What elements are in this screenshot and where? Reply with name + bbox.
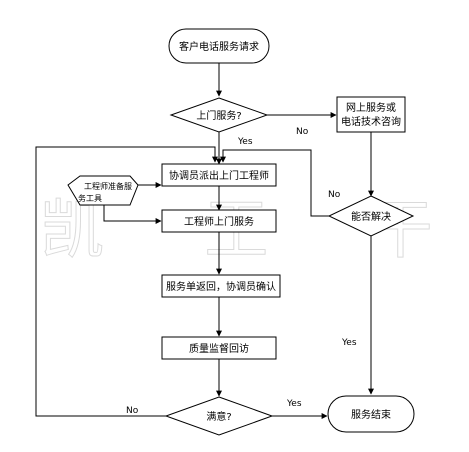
online-service-box (336, 96, 406, 133)
return-form-label: 服务单返回，协调员确认 (166, 280, 276, 293)
dispatch-box (161, 163, 277, 187)
node-prepare-tools: 工程师准备服 务工具 (67, 175, 139, 206)
node-satisfied-decision: 满意? (164, 396, 274, 436)
start-terminal-shape (168, 28, 270, 64)
prepare-tools-hexagon (67, 175, 139, 206)
edge-label-door-no: No (296, 127, 309, 137)
quality-box (161, 336, 277, 360)
quality-label: 质量监督回访 (189, 342, 249, 355)
edge-label-solve-yes: Yes (341, 338, 357, 348)
return-form-box (161, 274, 281, 298)
prepare-tools-label-2: 务工具 (78, 193, 102, 203)
node-quality: 质量监督回访 (161, 336, 277, 360)
node-end: 服务结束 (327, 395, 415, 433)
edge-prepare-to-onsite (103, 205, 162, 224)
edge-solve-no-to-dispatch (220, 149, 329, 217)
dispatch-label: 协调员派出上门工程师 (169, 169, 269, 182)
door-service-diamond (169, 97, 269, 133)
edge-label-satisfied-yes: Yes (286, 399, 302, 409)
prepare-tools-label-1: 工程师准备服 (84, 181, 132, 191)
node-onsite: 工程师上门服务 (161, 209, 277, 233)
edge-label-solve-no: No (328, 190, 341, 200)
node-return-form: 服务单返回，协调员确认 (161, 274, 281, 298)
node-can-solve-decision: 能否解决 (327, 195, 415, 237)
satisfied-label: 满意? (206, 410, 231, 423)
onsite-box (161, 209, 277, 233)
node-start: 客户电话服务请求 (168, 28, 270, 64)
door-service-label: 上门服务? (196, 109, 241, 122)
can-solve-diamond (327, 195, 415, 237)
online-service-label-1: 网上服务或 (346, 101, 396, 114)
end-label: 服务结束 (351, 408, 391, 421)
end-terminal-shape (327, 395, 415, 433)
online-service-label-2: 电话技术咨询 (341, 115, 401, 128)
edge-label-satisfied-no: No (126, 406, 139, 416)
satisfied-diamond (164, 396, 274, 436)
edge-satisfied-no-to-dispatch (35, 146, 218, 417)
node-door-service-decision: 上门服务? (169, 97, 269, 133)
edge-label-door-yes: Yes (237, 137, 253, 147)
node-dispatch: 协调员派出上门工程师 (161, 163, 277, 187)
can-solve-label: 能否解决 (351, 210, 391, 223)
edges (35, 63, 374, 419)
node-online-service: 网上服务或 电话技术咨询 (336, 96, 406, 133)
onsite-label: 工程师上门服务 (184, 215, 254, 228)
start-label: 客户电话服务请求 (179, 40, 259, 53)
